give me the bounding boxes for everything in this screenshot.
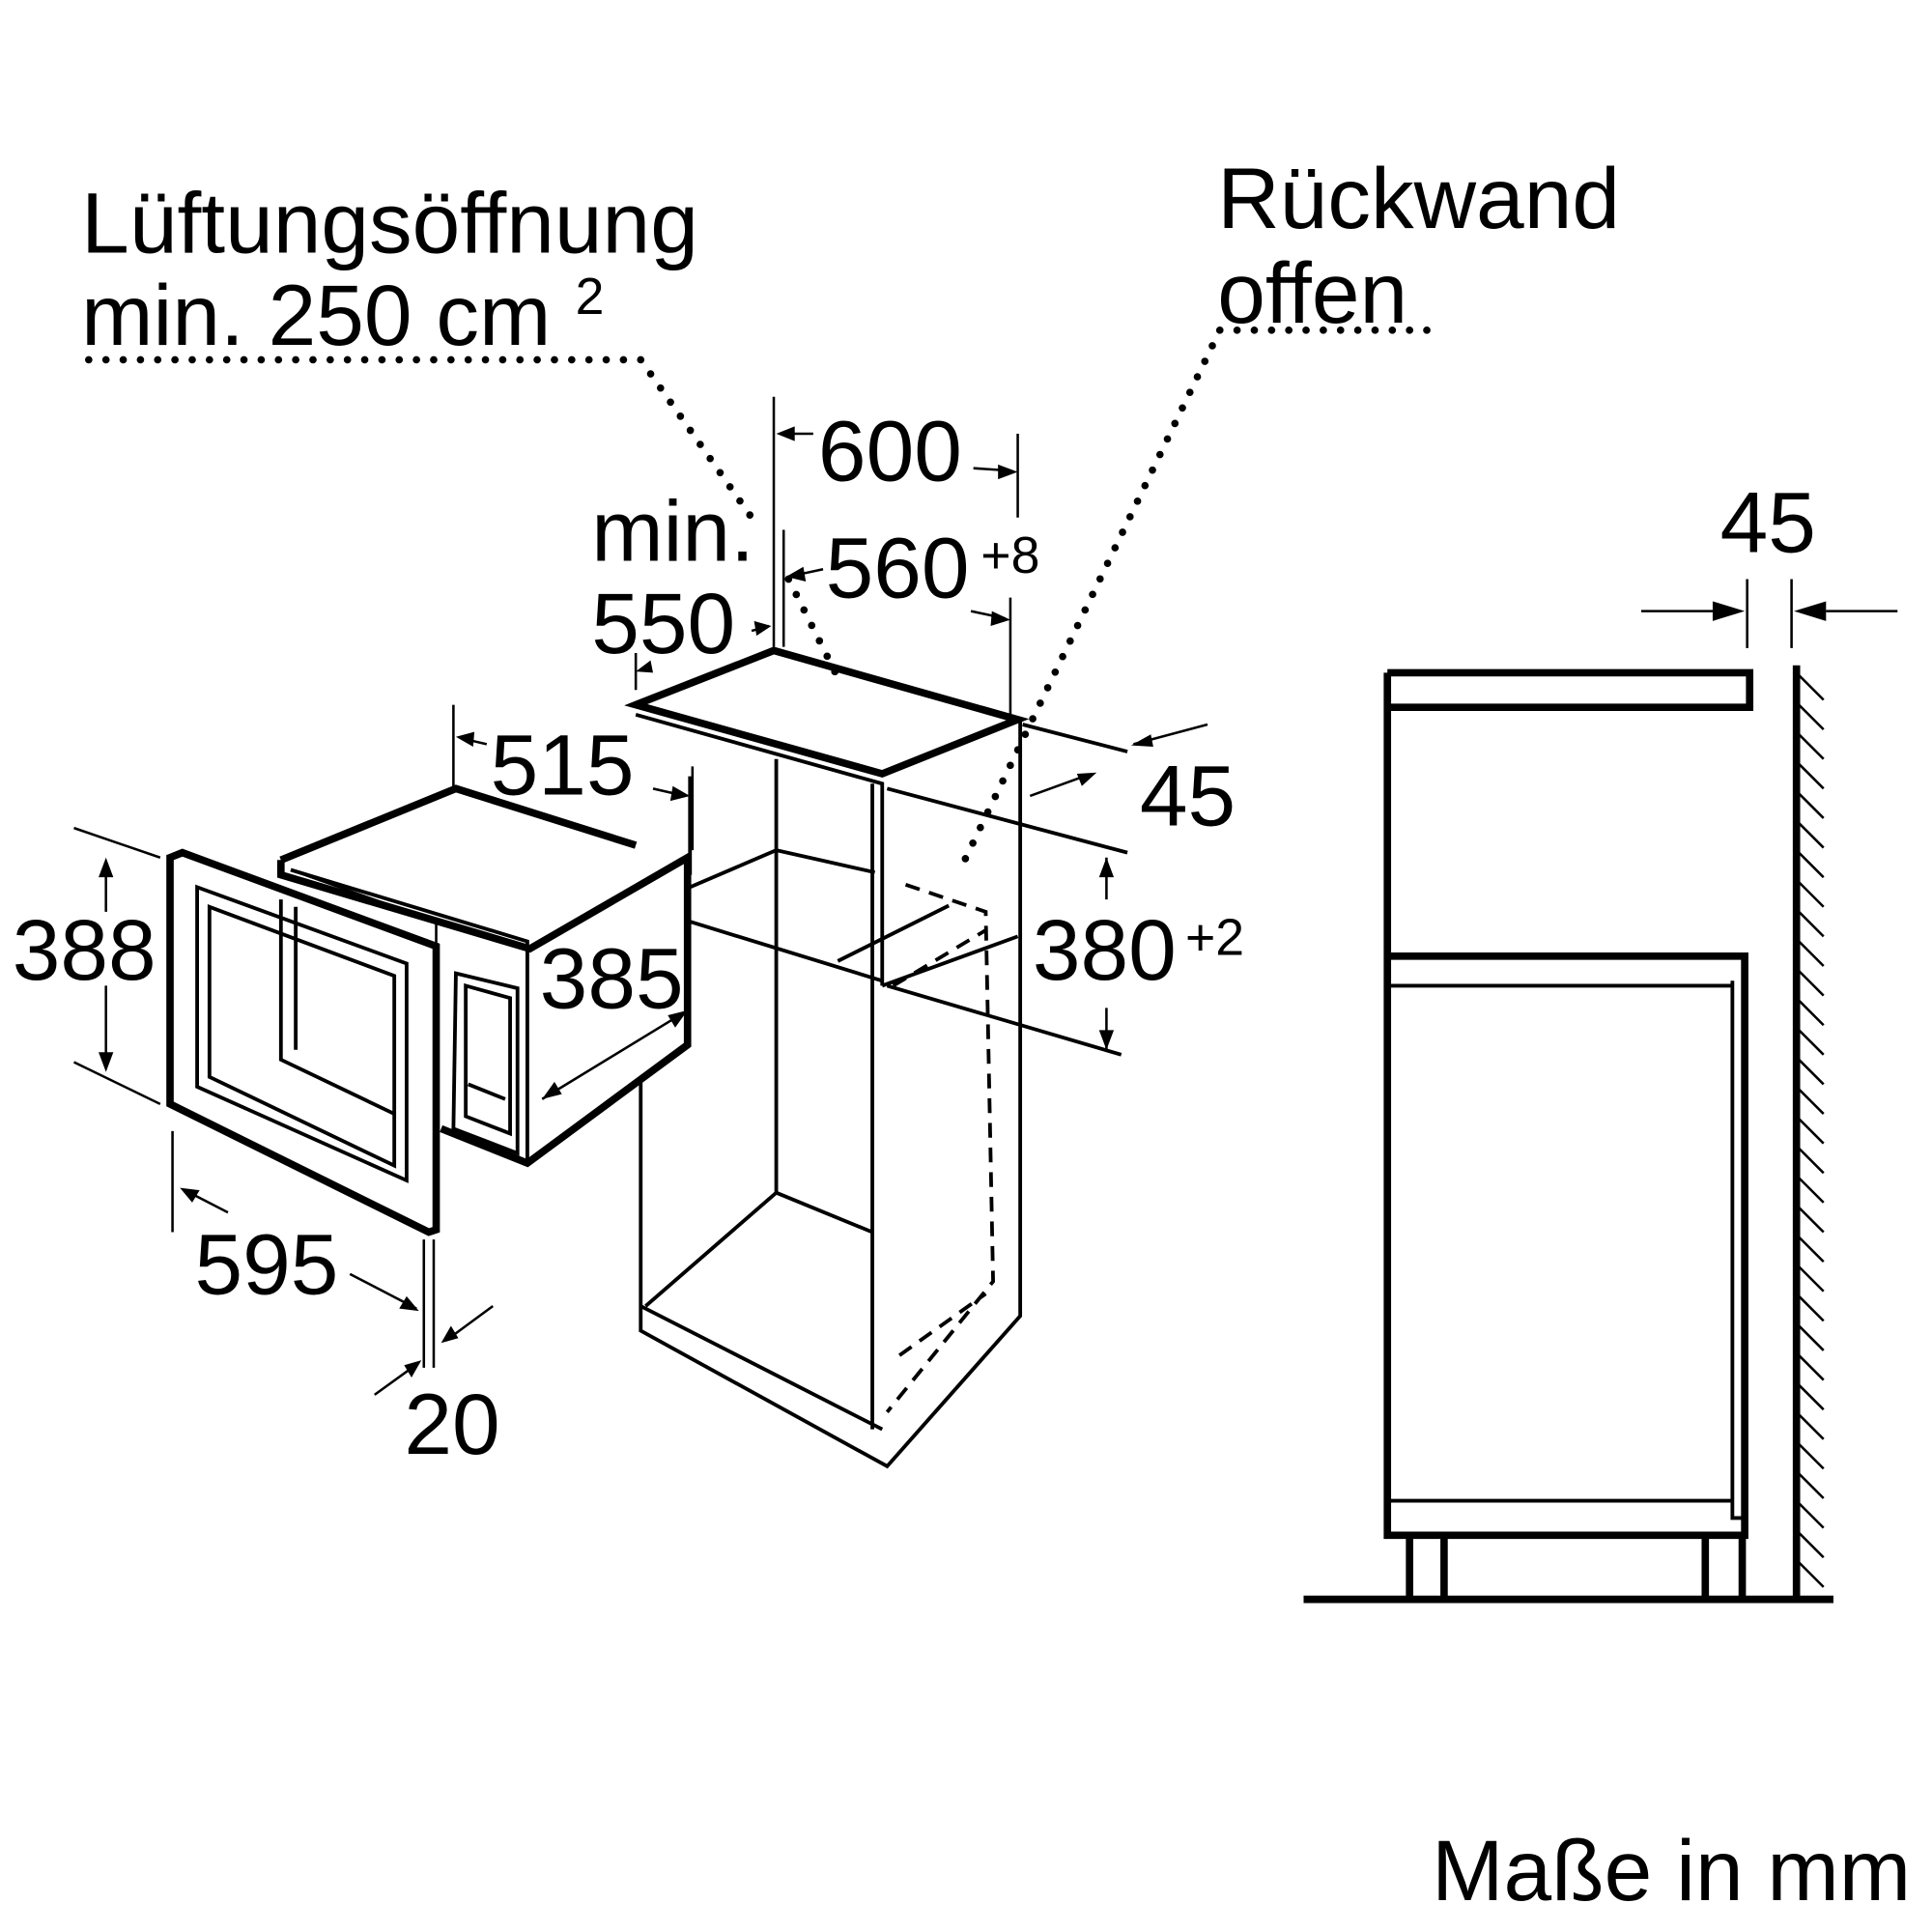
dim-380-tol: +2	[1185, 910, 1244, 967]
dim-515: 515	[452, 704, 695, 851]
dim-385: 385	[540, 929, 689, 1100]
dim-45-side-label: 45	[1720, 473, 1816, 570]
side-view	[1303, 665, 1833, 1604]
dim-20-label: 20	[404, 1376, 499, 1472]
vent-leader-line	[85, 355, 842, 682]
dim-388: 388	[13, 826, 161, 1106]
dim-45-side: 45	[1640, 473, 1898, 648]
back-leader-line	[959, 327, 1431, 867]
dim-560-label: 560	[826, 520, 970, 616]
dim-600: 600	[772, 396, 1019, 647]
cabinet	[624, 646, 1128, 1469]
dim-595-label: 595	[195, 1215, 339, 1312]
vent-label-sup: 2	[576, 269, 605, 326]
dim-380-label: 380	[1033, 901, 1177, 998]
back-label-line1: Rückwand	[1217, 150, 1620, 246]
dim-560-tol: +8	[980, 527, 1039, 584]
vent-label-line1: Lüftungsöffnung	[81, 174, 698, 270]
vent-label-line2: min. 250 cm	[81, 267, 551, 363]
back-label-line2: offen	[1217, 244, 1407, 341]
dim-45-back: 45	[1029, 723, 1236, 844]
dim-560: 560 +8	[781, 520, 1039, 715]
dim-388-label: 388	[13, 901, 156, 998]
microwave	[166, 784, 692, 1236]
dim-20: 20	[374, 1305, 500, 1472]
dim-600-label: 600	[818, 402, 962, 498]
dim-385-label: 385	[540, 929, 684, 1026]
dim-550-label: 550	[591, 575, 735, 671]
dim-380: 380 +2	[1033, 857, 1244, 1050]
dim-min-label: min.	[591, 482, 754, 579]
dim-550: min. 550	[591, 482, 772, 691]
dim-45-back-label: 45	[1140, 748, 1236, 844]
dim-595: 595	[171, 1130, 436, 1368]
units-note: Maße in mm	[1432, 1822, 1911, 1918]
dim-515-label: 515	[491, 717, 635, 813]
